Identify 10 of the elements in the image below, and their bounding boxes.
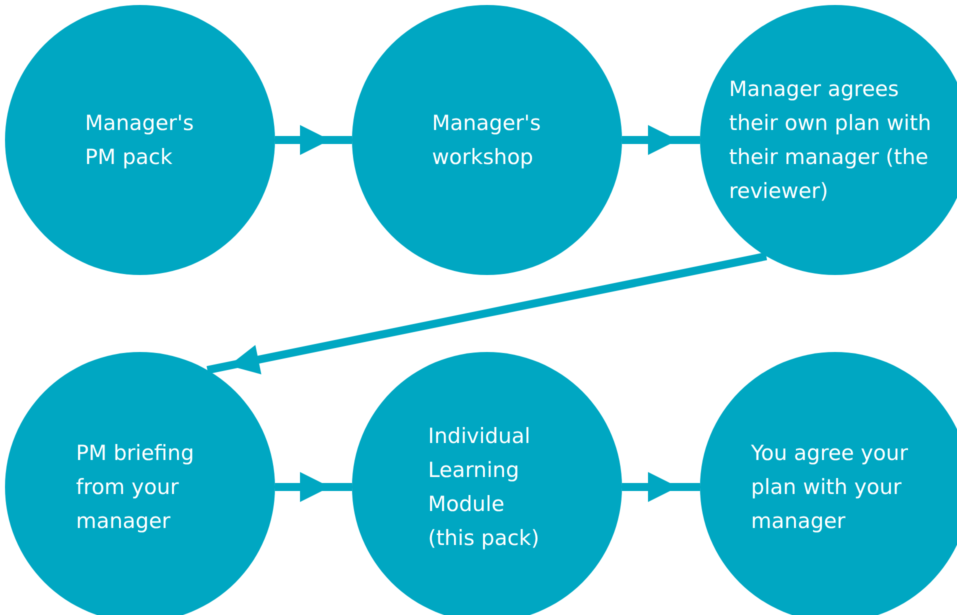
arrow xyxy=(206,252,768,374)
arrow xyxy=(622,125,700,155)
arrow xyxy=(275,125,352,155)
step-label: Manager's PM pack xyxy=(85,110,195,171)
step-label: Manager agrees their own plan with their manager (the reviewer) xyxy=(729,76,932,205)
step-label: You agree your plan with your manager xyxy=(751,440,909,535)
arrow xyxy=(275,472,352,502)
step-label: Individual Learning Module (this pack) xyxy=(428,423,540,552)
step-label: Manager's workshop xyxy=(432,110,542,171)
step-label: PM briefing from your manager xyxy=(76,440,196,535)
